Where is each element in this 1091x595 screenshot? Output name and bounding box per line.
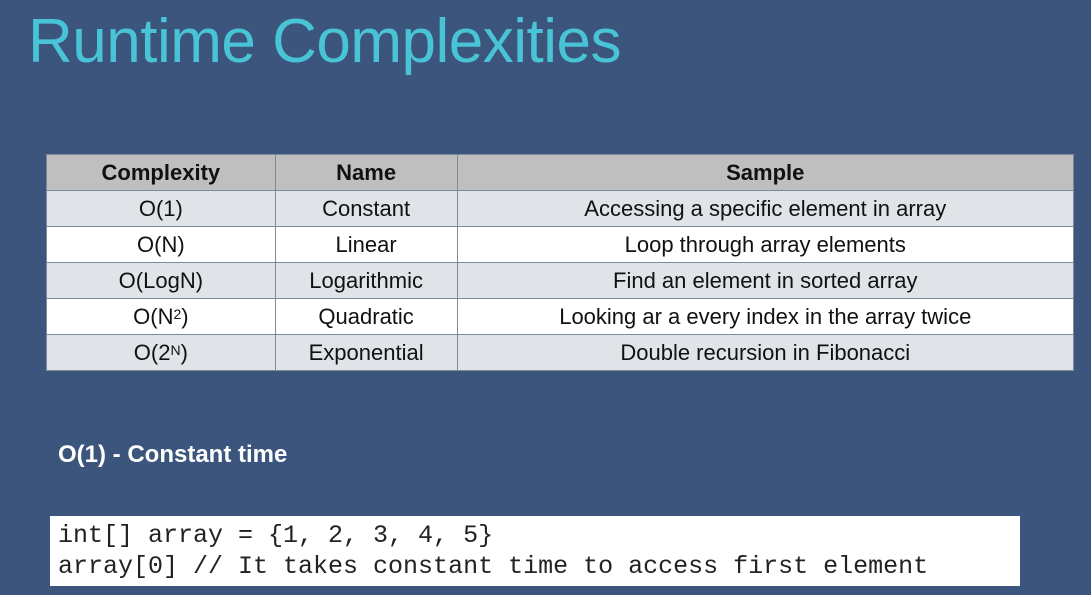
cell-sample: Find an element in sorted array bbox=[456, 262, 1075, 299]
cell-name: Quadratic bbox=[274, 298, 458, 335]
table-header-row: Complexity Name Sample bbox=[46, 154, 1075, 191]
cell-name: Constant bbox=[274, 190, 458, 227]
code-line: array[0] // It takes constant time to ac… bbox=[58, 552, 929, 581]
code-block: int[] array = {1, 2, 3, 4, 5}array[0] //… bbox=[50, 516, 1020, 586]
table-row: O(LogN) Logarithmic Find an element in s… bbox=[46, 262, 1075, 299]
complexity-exponent: N bbox=[170, 341, 181, 358]
cell-complexity: O(1) bbox=[46, 190, 276, 227]
cell-complexity: O(N) bbox=[46, 226, 276, 263]
table-row: O(N) Linear Loop through array elements bbox=[46, 226, 1075, 263]
cell-sample: Accessing a specific element in array bbox=[456, 190, 1075, 227]
slide-title: Runtime Complexities bbox=[28, 7, 622, 76]
cell-complexity: O(LogN) bbox=[46, 262, 276, 299]
complexity-base: O(2 bbox=[133, 339, 171, 365]
cell-sample: Looking ar a every index in the array tw… bbox=[456, 298, 1075, 335]
complexity-close: ) bbox=[181, 303, 189, 329]
cell-complexity: O(N2) bbox=[46, 298, 276, 335]
table-row: O(1) Constant Accessing a specific eleme… bbox=[46, 190, 1075, 227]
code-line: int[] array = {1, 2, 3, 4, 5} bbox=[58, 521, 494, 550]
complexity-base: O(N bbox=[133, 303, 174, 329]
table-row: O(2N) Exponential Double recursion in Fi… bbox=[46, 334, 1075, 371]
cell-sample: Loop through array elements bbox=[456, 226, 1075, 263]
cell-complexity: O(2N) bbox=[46, 334, 276, 371]
table-row: O(N2) Quadratic Looking ar a every index… bbox=[46, 298, 1075, 335]
section-heading: O(1) - Constant time bbox=[58, 441, 288, 468]
cell-name: Exponential bbox=[274, 334, 458, 371]
cell-name: Logarithmic bbox=[274, 262, 458, 299]
complexity-table: Complexity Name Sample O(1) Constant Acc… bbox=[46, 154, 1075, 371]
cell-sample: Double recursion in Fibonacci bbox=[456, 334, 1075, 371]
cell-name: Linear bbox=[274, 226, 458, 263]
complexity-exponent: 2 bbox=[173, 305, 182, 322]
header-sample: Sample bbox=[456, 154, 1075, 191]
complexity-close: ) bbox=[180, 339, 188, 365]
header-complexity: Complexity bbox=[46, 154, 276, 191]
header-name: Name bbox=[274, 154, 458, 191]
